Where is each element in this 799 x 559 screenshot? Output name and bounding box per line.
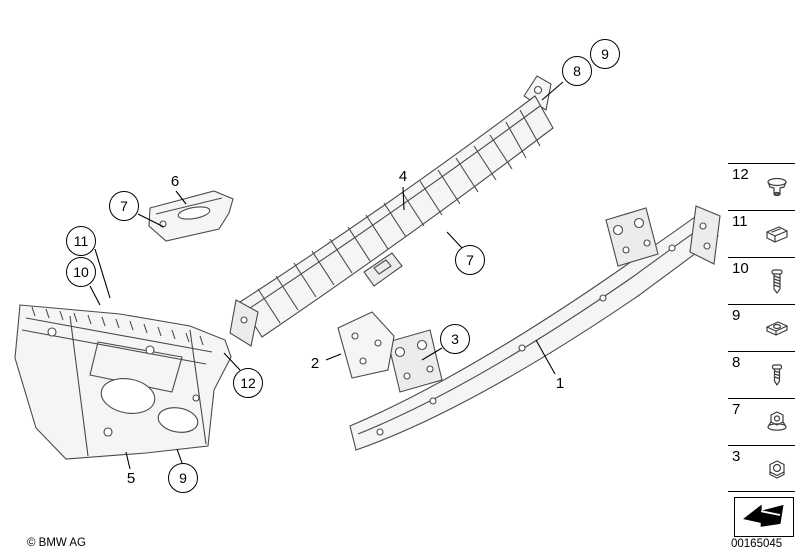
part-1-bumper-beam — [349, 205, 721, 451]
hex-nut-icon — [762, 455, 792, 485]
legend-item-number: 8 — [732, 354, 741, 371]
callout-9-top[interactable]: 9 — [590, 39, 620, 69]
label-part-1[interactable]: 1 — [555, 375, 565, 392]
legend-item-number: 12 — [732, 166, 749, 183]
screw-icon — [762, 267, 792, 297]
legend-item-number: 7 — [732, 401, 741, 418]
part-3-mount-plates — [387, 207, 659, 393]
legend-item-number: 3 — [732, 448, 741, 465]
clip-nut-icon — [762, 220, 792, 250]
label-part-5[interactable]: 5 — [126, 470, 136, 487]
callout-7-left[interactable]: 7 — [109, 191, 139, 221]
label-part-4[interactable]: 4 — [398, 168, 408, 185]
legend-item-11[interactable]: 11 — [728, 210, 795, 257]
callout-8[interactable]: 8 — [562, 56, 592, 86]
direction-arrow-icon — [738, 498, 790, 537]
callout-10[interactable]: 10 — [66, 257, 96, 287]
legend-item-number: 11 — [732, 213, 748, 230]
legend-item-7[interactable]: 7 — [728, 398, 795, 445]
bolt-icon — [762, 361, 792, 391]
legend-item-8[interactable]: 8 — [728, 351, 795, 398]
legend-item-12[interactable]: 12 — [728, 163, 795, 210]
grommet-nut-icon — [762, 173, 792, 203]
direction-arrow-box[interactable] — [734, 497, 794, 537]
callout-3[interactable]: 3 — [440, 324, 470, 354]
label-part-6[interactable]: 6 — [170, 173, 180, 190]
part-6-small-bracket — [148, 190, 234, 242]
callout-7-right[interactable]: 7 — [455, 245, 485, 275]
hardware-legend: 12 11 10 — [728, 163, 795, 492]
legend-item-3[interactable]: 3 — [728, 445, 795, 492]
legend-item-9[interactable]: 9 — [728, 304, 795, 351]
legend-item-number: 9 — [732, 307, 741, 324]
legend-item-number: 10 — [732, 260, 749, 277]
part-2-adapter-plate — [337, 311, 395, 379]
callout-9-bottom[interactable]: 9 — [168, 463, 198, 493]
copyright-text: © BMW AG — [27, 537, 86, 549]
callout-12[interactable]: 12 — [233, 368, 263, 398]
part-5-side-bracket — [14, 304, 232, 460]
flange-nut-icon — [762, 408, 792, 438]
part-4-upper-carrier-strip — [229, 75, 554, 347]
legend-item-10[interactable]: 10 — [728, 257, 795, 304]
callout-11[interactable]: 11 — [66, 226, 96, 256]
diagram-part-number: 00165045 — [731, 538, 783, 550]
speed-clip-icon — [762, 314, 792, 344]
label-part-2[interactable]: 2 — [310, 355, 320, 372]
